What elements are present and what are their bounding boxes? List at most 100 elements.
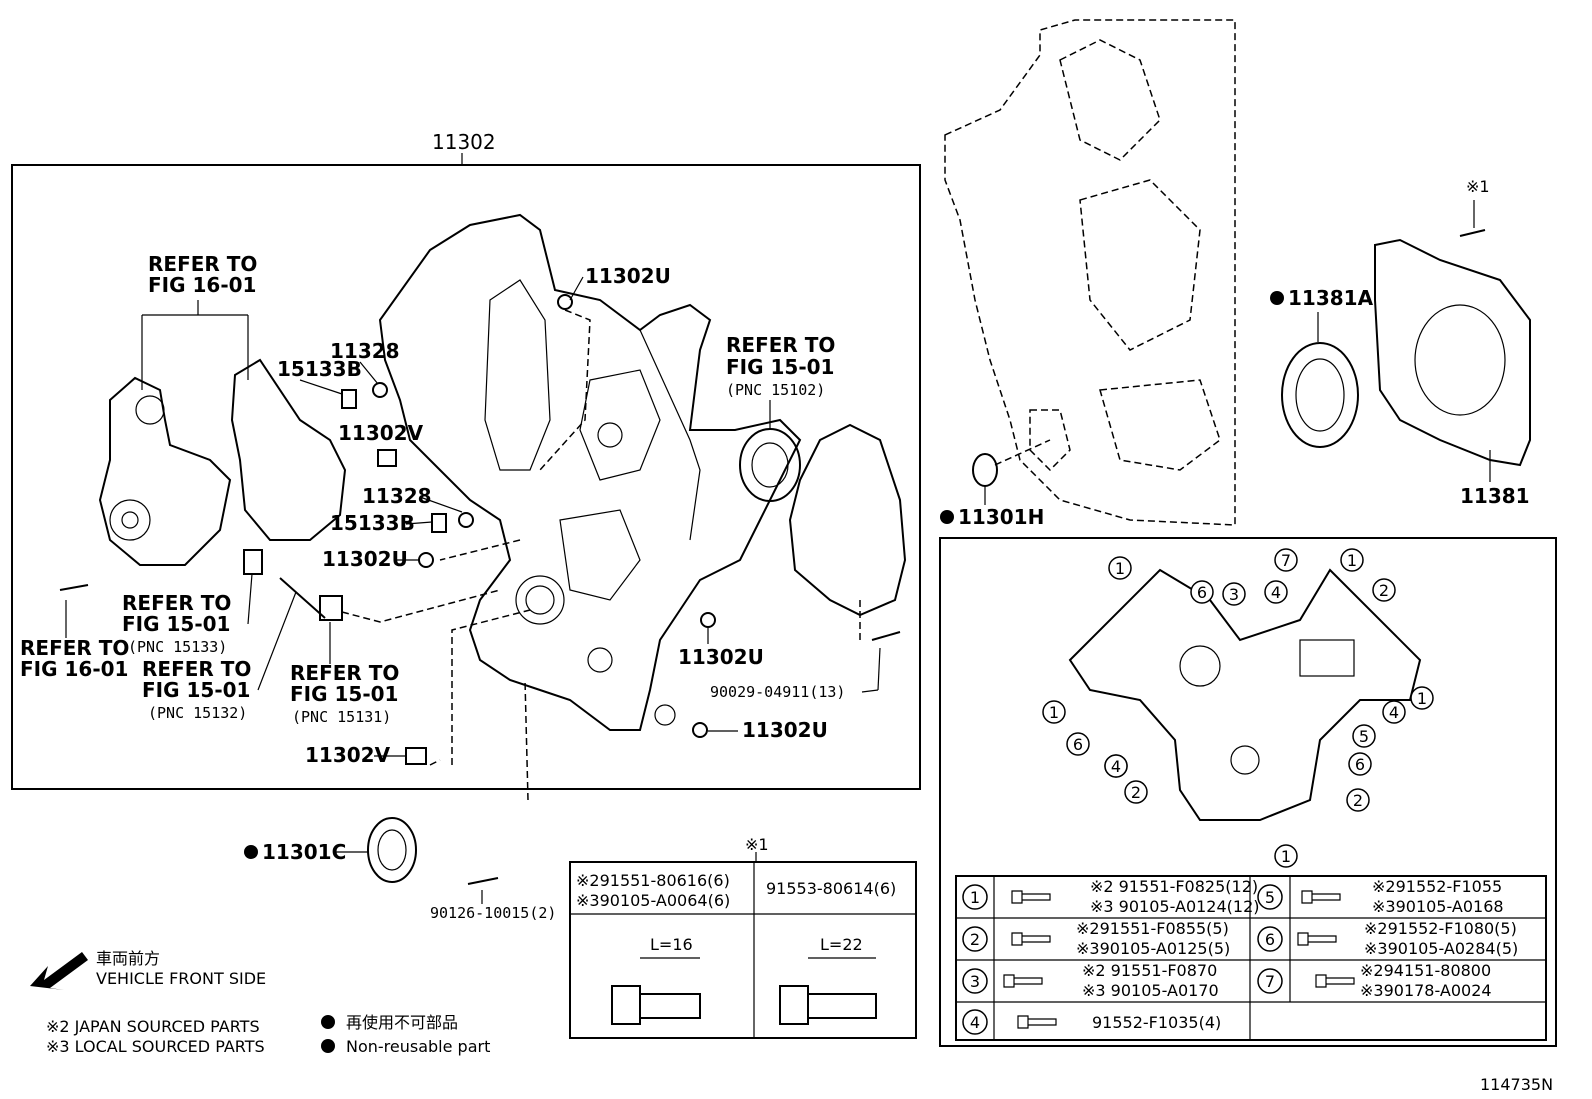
bolt-icon <box>1301 890 1341 904</box>
table-row-number: 5 <box>1265 888 1275 907</box>
table-row-number-circle <box>962 926 988 952</box>
legend-local: ※3 LOCAL SOURCED PARTS <box>46 1037 265 1056</box>
callout-circle <box>1190 580 1214 604</box>
bolt-16-01 <box>59 584 89 591</box>
vehicle-front-en: VEHICLE FRONT SIDE <box>96 969 266 988</box>
small-table-col2: 91553-80614(6) <box>766 879 896 898</box>
figure-id: 114735N <box>1480 1075 1553 1094</box>
label-11302u-c: 11302U <box>678 645 764 669</box>
refer-label: REFER TO <box>148 252 257 276</box>
pin-11302v-a <box>377 449 397 467</box>
vehicle-front-jp: 車両前方 <box>96 949 160 968</box>
plug-15133 <box>243 549 263 575</box>
table-row-number-circle <box>1257 926 1283 952</box>
timing-cover <box>378 213 802 731</box>
label-90126: 90126-10015(2) <box>430 904 556 922</box>
refer-pump-fig: FIG 15-01 <box>726 355 834 379</box>
callout-number: 4 <box>1389 703 1399 722</box>
callout-circle <box>1042 700 1066 724</box>
table-part-number: ※2 91551-F0825(12) <box>1090 877 1258 896</box>
label-11302u: 11302U <box>585 264 671 288</box>
table-row-number: 2 <box>970 930 980 949</box>
seal-11381a <box>1281 342 1359 448</box>
refer-pump: REFER TO <box>726 333 835 357</box>
callout-number: 2 <box>1353 791 1363 810</box>
small-table-col1-a: ※291551-80616(6) <box>576 871 730 890</box>
label-15133b: 15133B <box>277 357 362 381</box>
table-part-number: ※3 90105-A0124(12) <box>1090 897 1260 916</box>
plug-11302u-a <box>557 294 573 310</box>
callout-circle <box>1274 548 1298 572</box>
cover-11381 <box>1374 238 1531 467</box>
table-part-number: ※390105-A0168 <box>1372 897 1504 916</box>
label-11302v: 11302V <box>338 421 424 445</box>
plug-15133b-b <box>431 513 447 533</box>
refer-fig: FIG 16-01 <box>148 273 256 297</box>
callout-circle <box>1340 548 1364 572</box>
table-part-number: ※2 91551-F0870 <box>1082 961 1217 980</box>
bolt-icon <box>1011 890 1051 904</box>
seal-11301c <box>367 817 417 883</box>
water-pump-gasket <box>230 358 347 541</box>
callout-circle <box>1108 556 1132 580</box>
table-part-number: 91552-F1035(4) <box>1092 1013 1221 1032</box>
callout-number: 2 <box>1131 783 1141 802</box>
plug-15133b-a <box>341 389 357 409</box>
plug-11302u-d <box>692 722 708 738</box>
table-row-number: 3 <box>970 972 980 991</box>
callout-circle <box>1124 780 1148 804</box>
small-table-len2: L=22 <box>820 935 863 954</box>
callout-number: 1 <box>1417 689 1427 708</box>
callout-circle <box>1382 700 1406 724</box>
table-row-number-circle <box>1257 884 1283 910</box>
oil-pump-rotor <box>739 428 801 502</box>
label-11301h: 11301H <box>958 505 1044 529</box>
callout-number: 1 <box>1347 551 1357 570</box>
bolt-icon <box>1011 932 1051 946</box>
refer-15132-fig: FIG 15-01 <box>142 678 250 702</box>
label-11381: 11381 <box>1460 484 1530 508</box>
refer-15131-pnc: (PNC 15131) <box>292 708 391 726</box>
nonreuse-dot-icon <box>321 1015 335 1029</box>
callout-number: 6 <box>1073 735 1083 754</box>
table-part-number: ※390178-A0024 <box>1360 981 1492 1000</box>
bolt-location-frame <box>939 537 1557 1047</box>
plug-11302u-c <box>700 612 716 628</box>
assembly-label: 11302 <box>432 130 496 154</box>
nonreuse-dot-icon <box>940 510 954 524</box>
note-x1-table: ※1 <box>745 835 769 854</box>
callout-circle <box>1066 732 1090 756</box>
bolt-x1 <box>1459 229 1486 237</box>
callout-circle <box>1346 788 1370 812</box>
spring-15132 <box>279 577 326 619</box>
water-pump <box>98 376 232 566</box>
refer-15133-fig: FIG 15-01 <box>122 612 230 636</box>
table-row-number: 1 <box>970 888 980 907</box>
table-part-number: ※291552-F1055 <box>1372 877 1502 896</box>
nonreuse-dot-icon <box>1270 291 1284 305</box>
pin-11302v-b <box>405 747 427 765</box>
refer-15133: REFER TO <box>122 591 231 615</box>
callout-circle <box>1372 578 1396 602</box>
callout-number: 6 <box>1197 583 1207 602</box>
table-row-number: 4 <box>970 1013 980 1032</box>
nonreuse-dot-icon <box>321 1039 335 1053</box>
note-x1: ※1 <box>1466 177 1490 196</box>
bolt-icon <box>1315 974 1355 988</box>
legend-nonreuse-en: Non-reusable part <box>346 1037 490 1056</box>
legend-nonreuse-jp: 再使用不可部品 <box>346 1013 458 1032</box>
refer-16-01-bot-fig: FIG 16-01 <box>20 657 128 681</box>
stud-90126 <box>467 877 499 885</box>
callout-number: 3 <box>1229 585 1239 604</box>
label-11302v-b: 11302V <box>305 743 391 767</box>
bolt-icon <box>1297 932 1337 946</box>
refer-16-01-bot: REFER TO <box>20 636 129 660</box>
table-row-number-circle <box>962 968 988 994</box>
refer-15131-fig: FIG 15-01 <box>290 682 398 706</box>
label-11328: 11328 <box>330 339 400 363</box>
oil-pump-cover <box>788 423 907 617</box>
engine-block <box>944 19 1236 526</box>
table-part-number: ※291552-F1080(5) <box>1364 919 1517 938</box>
legend-japan: ※2 JAPAN SOURCED PARTS <box>46 1017 260 1036</box>
callout-circle <box>1352 724 1376 748</box>
